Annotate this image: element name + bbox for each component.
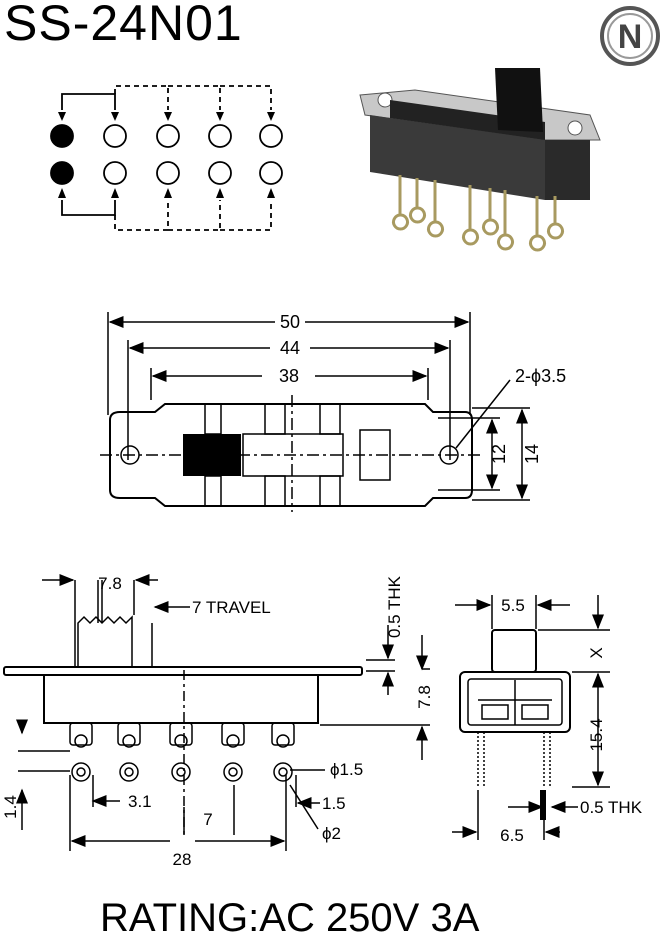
hole-callout: 2-ϕ3.5 xyxy=(515,366,566,386)
dim-mount-spacing: 44 xyxy=(280,338,300,358)
logo-letter: N xyxy=(618,18,643,56)
switch-actuator xyxy=(495,68,543,132)
dim-terminal-span: 28 xyxy=(173,850,192,869)
dim-pin-span: 6.5 xyxy=(500,826,524,845)
circuit-schematic xyxy=(50,85,283,231)
top-view-drawing: 50 44 38 2-ϕ3.5 12 14 xyxy=(100,312,566,512)
dim-inner-height: 12 xyxy=(489,444,509,464)
model-title: SS-24N01 xyxy=(4,0,243,51)
terminal-hole-dia: ϕ1.5 xyxy=(330,760,363,779)
dim-terminal-spacing: 7 xyxy=(203,810,212,829)
travel-label: 7 TRAVEL xyxy=(192,598,271,617)
side-view-drawing: 7.8 7 TRAVEL 0.5 THK 7.8 ϕ1.5 1.4 3.1 1.… xyxy=(1,574,434,869)
switch-photo xyxy=(359,68,601,252)
dim-body-height: 15.4 xyxy=(587,718,606,751)
plate-thickness: 0.5 THK xyxy=(385,575,404,638)
dim-body-height: 7.8 xyxy=(415,685,434,709)
pin-diameter: ϕ2 xyxy=(322,824,341,843)
dim-pin-width: 1.5 xyxy=(322,794,346,813)
pin-thickness: 0.5 THK xyxy=(580,798,643,817)
dim-left-offset: 1.4 xyxy=(1,795,20,819)
dim-pitch: 3.1 xyxy=(128,792,152,811)
rating-label: RATING:AC 250V 3A xyxy=(100,896,480,940)
dim-knob-height: X xyxy=(587,647,606,658)
dim-actuator-width: 7.8 xyxy=(98,574,122,593)
common-terminal-top xyxy=(50,124,74,148)
dim-knob-width: 5.5 xyxy=(501,596,525,615)
dim-overall-width: 50 xyxy=(280,312,300,332)
brand-logo: N xyxy=(600,6,660,66)
dim-outer-height: 14 xyxy=(522,444,542,464)
common-terminal-bottom xyxy=(50,161,74,185)
dim-slot-length: 38 xyxy=(279,366,299,386)
end-view-drawing: 5.5 X 15.4 0.5 THK 6.5 xyxy=(452,595,643,845)
